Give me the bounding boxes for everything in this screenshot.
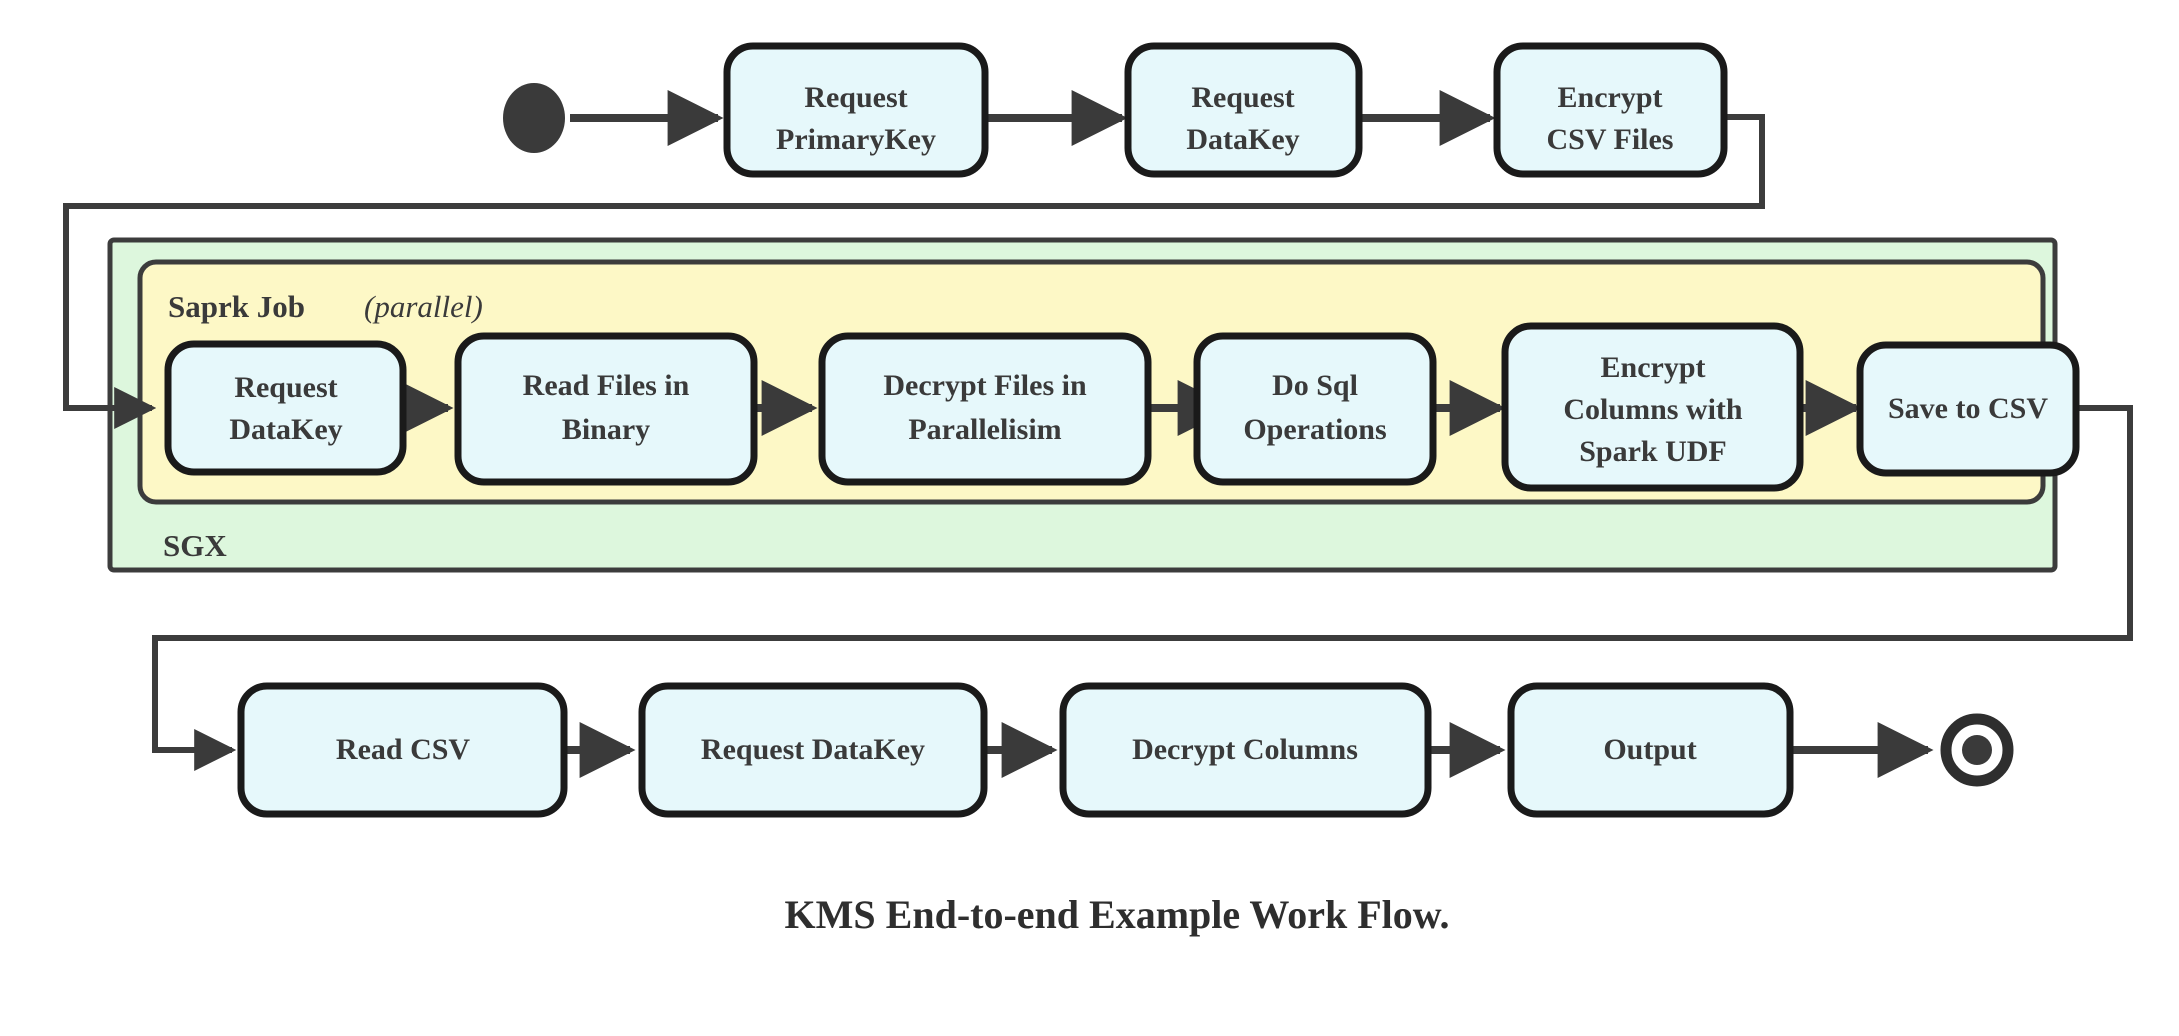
node-request-primarykey[interactable]: Request PrimaryKey [723, 42, 989, 178]
node-output-line-1: Output [1603, 733, 1696, 766]
node-encrypt-columns-with-spark-udf-line-1: Encrypt [1601, 351, 1706, 384]
node-save-to-csv[interactable]: Save to CSV [1856, 341, 2080, 477]
node-request-datakey-spark-shape[interactable] [164, 340, 407, 476]
node-do-sql-operations-shape[interactable] [1193, 332, 1437, 486]
start-node [503, 83, 565, 153]
edge-save-csv-to-read-csv [152, 405, 2133, 771]
node-encrypt-columns-with-spark-udf-line-3: Spark UDF [1579, 435, 1727, 468]
node-decrypt-columns-line-1: Decrypt Columns [1132, 733, 1358, 766]
node-request-datakey-spark-line-2: DataKey [229, 413, 342, 446]
node-request-datakey-top-shape[interactable] [1124, 42, 1363, 178]
node-encrypt-columns-with-spark-udf-shape[interactable] [1501, 322, 1804, 492]
node-read-files-in-binary[interactable]: Read Files in Binary [454, 332, 758, 486]
node-output[interactable]: Output [1507, 682, 1794, 818]
node-encrypt-csv-files-line-2: CSV Files [1547, 123, 1674, 156]
node-request-datakey-top-line-1: Request [1191, 81, 1294, 114]
spark-job-label-bold: Saprk Job [168, 289, 305, 324]
node-do-sql-operations[interactable]: Do Sql Operations [1193, 332, 1437, 486]
node-decrypt-files-in-parallelisim[interactable]: Decrypt Files in Parallelisim [818, 332, 1152, 486]
node-request-primarykey-shape[interactable] [723, 42, 989, 178]
node-read-files-in-binary-shape[interactable] [454, 332, 758, 486]
node-output-shape[interactable] [1507, 682, 1794, 818]
diagram-caption: KMS End-to-end Example Work Flow. [785, 892, 1450, 937]
node-request-datakey-spark-line-1: Request [234, 371, 337, 404]
node-decrypt-columns[interactable]: Decrypt Columns [1059, 682, 1432, 818]
node-request-datakey-bottom[interactable]: Request DataKey [638, 682, 988, 818]
edge-encrypt-csv-to-spark-datakey [63, 114, 1765, 429]
node-request-datakey-top-line-2: DataKey [1186, 123, 1299, 156]
end-node [1940, 713, 2014, 787]
node-read-csv[interactable]: Read CSV [237, 682, 568, 818]
node-request-datakey-bottom-line-1: Request DataKey [701, 733, 925, 766]
node-encrypt-columns-with-spark-udf-line-2: Columns with [1563, 393, 1743, 426]
node-encrypt-csv-files[interactable]: Encrypt CSV Files [1493, 42, 1728, 178]
node-do-sql-operations-line-1: Do Sql [1272, 369, 1358, 402]
node-decrypt-files-in-parallelisim-shape[interactable] [818, 332, 1152, 486]
sgx-group-label: SGX [163, 528, 227, 563]
node-read-csv-shape[interactable] [237, 682, 568, 818]
node-do-sql-operations-line-2: Operations [1243, 413, 1386, 446]
node-read-files-in-binary-line-1: Read Files in [523, 369, 690, 402]
node-encrypt-columns-with-spark-udf[interactable]: Encrypt Columns with Spark UDF [1501, 322, 1804, 492]
node-read-files-in-binary-line-2: Binary [562, 413, 650, 446]
node-decrypt-files-in-parallelisim-line-1: Decrypt Files in [883, 369, 1087, 402]
node-request-datakey-spark[interactable]: Request DataKey [164, 340, 407, 476]
node-encrypt-csv-files-line-1: Encrypt [1558, 81, 1663, 114]
node-request-datakey-top[interactable]: Request DataKey [1124, 42, 1363, 178]
spark-job-label-parallel: (parallel) [364, 289, 483, 324]
node-request-primarykey-line-2: PrimaryKey [776, 123, 936, 156]
node-request-primarykey-line-1: Request [804, 81, 907, 114]
node-save-to-csv-shape[interactable] [1856, 341, 2080, 477]
node-save-to-csv-line-1: Save to CSV [1888, 392, 2048, 425]
node-request-datakey-bottom-shape[interactable] [638, 682, 988, 818]
start-node-circle-icon [503, 83, 565, 153]
node-read-csv-line-1: Read CSV [336, 733, 471, 766]
node-encrypt-csv-files-shape[interactable] [1493, 42, 1728, 178]
node-decrypt-columns-shape[interactable] [1059, 682, 1432, 818]
node-decrypt-files-in-parallelisim-line-2: Parallelisim [908, 413, 1061, 446]
end-node-outer-ring-icon [1940, 713, 2014, 787]
end-node-inner-dot-icon [1962, 735, 1992, 765]
